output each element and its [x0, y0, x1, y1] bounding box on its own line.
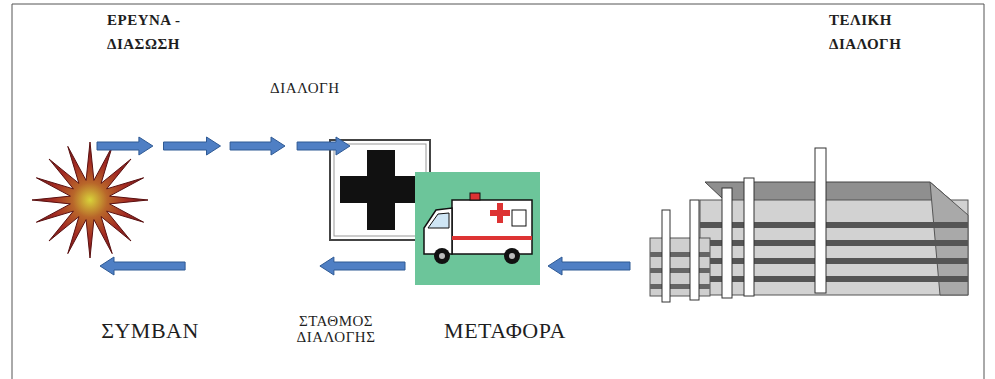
arrow-segment — [100, 257, 185, 275]
frame — [12, 4, 984, 379]
arrow-segment — [548, 257, 630, 275]
incident-node: ΣΥΜΒΑΝ — [35, 140, 150, 265]
incident-star — [32, 142, 148, 258]
node-label: ΤΕΛΙΚΗ ΔΙΑΛΟΓΗ — [829, 8, 934, 56]
arrow-segment — [320, 257, 405, 275]
flow-arrow — [548, 257, 630, 275]
triage-station-node: ΣΤΑΘΜΟΣ ΔΙΑΛΟΓΗΣ — [330, 140, 430, 240]
hospital-node: ΤΕΛΙΚΗ ΔΙΑΛΟΓΗ — [648, 145, 970, 300]
transport-node: ΜΕΤΑΦΟΡΑ — [415, 172, 540, 285]
flow-arrow — [100, 257, 405, 275]
node-label: ΜΕΤΑΦΟΡΑ — [442, 318, 568, 344]
node-label: ΣΤΑΘΜΟΣ ΔΙΑΛΟΓΗΣ — [272, 313, 400, 345]
stage-label: ΕΡΕΥΝΑ - ΔΙΑΣΩΣΗ — [107, 8, 215, 56]
flow-arrow — [97, 137, 350, 155]
hospital-building — [650, 148, 968, 302]
stage-label: ΔΙΑΛΟΓΗ — [270, 77, 370, 99]
arrow-segment — [164, 137, 221, 155]
node-label: ΣΥΜΒΑΝ — [90, 318, 210, 344]
arrow-segment — [97, 137, 153, 155]
arrow-segment — [230, 137, 285, 155]
ambulance-symbol — [415, 172, 540, 285]
arrow-segment — [297, 137, 350, 155]
